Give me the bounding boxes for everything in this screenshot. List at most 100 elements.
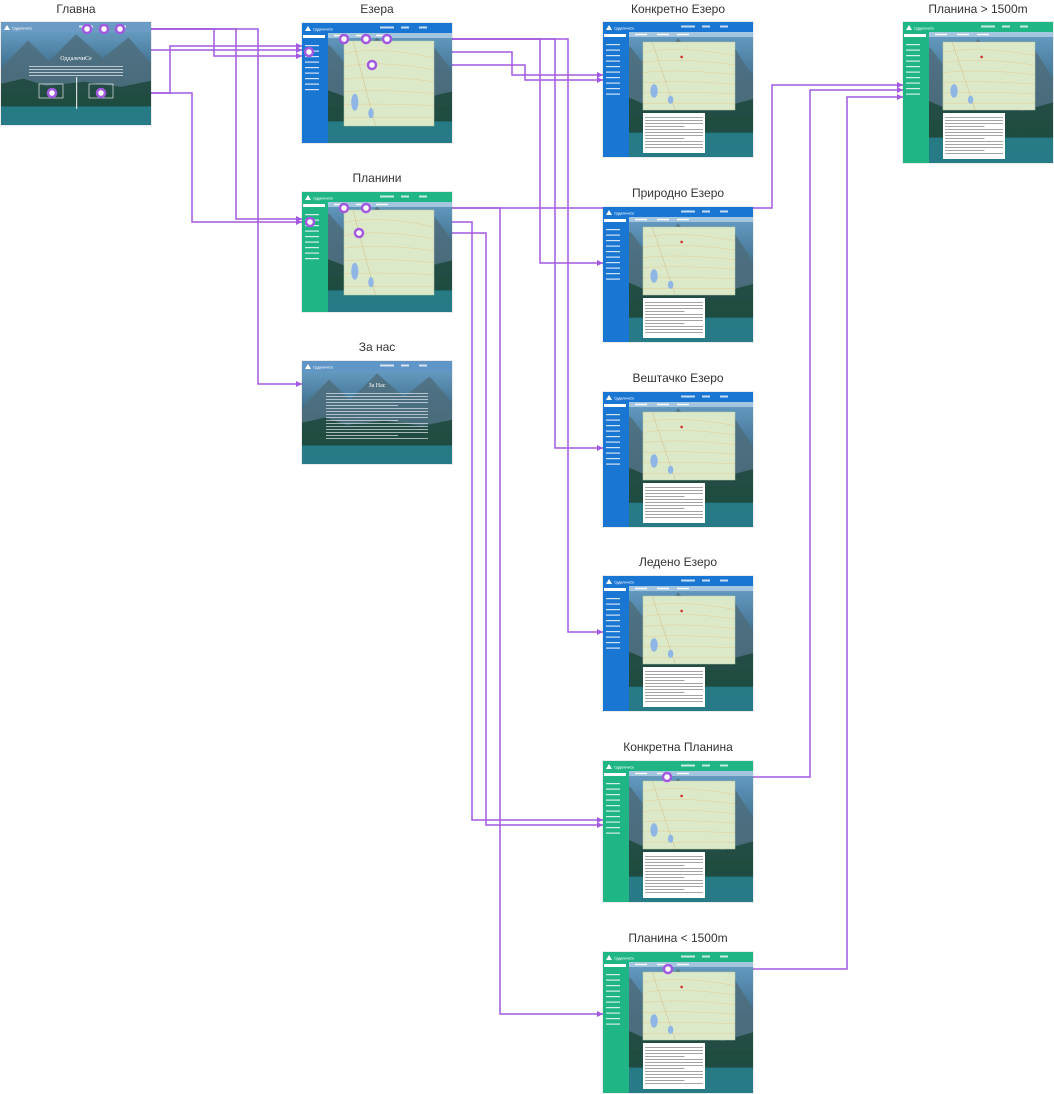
brand-name: ОддалечиСе [313, 28, 333, 32]
sidebar-item [606, 990, 620, 992]
sidebar-item [606, 810, 620, 812]
text-line [645, 1056, 685, 1057]
sidebar-item [606, 66, 620, 68]
nav-link [681, 955, 695, 958]
nav-link [1020, 25, 1028, 28]
map-pin [680, 425, 683, 429]
sidebar-item [606, 441, 620, 443]
sidebar-item [606, 625, 620, 627]
sidebar-search [904, 34, 926, 37]
filter-tab [657, 218, 669, 221]
sidebar-item [606, 636, 620, 638]
nav-link [720, 25, 728, 28]
sidebar-item [606, 262, 620, 264]
map-road [343, 259, 435, 263]
map-road [642, 60, 736, 66]
nav-link [720, 210, 728, 213]
screen-lake-artificial[interactable]: ОддалечиСе [603, 392, 753, 527]
text-line [645, 135, 703, 136]
text-line [645, 138, 685, 139]
text-line [645, 329, 703, 330]
map-lake [650, 638, 658, 652]
sidebar-item [305, 236, 319, 238]
screen-mountain-specific[interactable]: ОддалечиСе [603, 761, 753, 902]
sidebar-search [303, 204, 325, 207]
nav-link [702, 395, 710, 398]
map-road [942, 70, 1036, 75]
screen-lake-specific[interactable]: ОддалечиСе [603, 22, 753, 157]
sidebar-item [606, 805, 620, 807]
text-line [645, 147, 703, 148]
filter-tab [635, 963, 647, 966]
sidebar [302, 202, 328, 312]
sidebar-item [606, 436, 620, 438]
screen-mountain-high[interactable]: ОддалечиСе [903, 22, 1053, 163]
nav-link [681, 25, 695, 28]
filter-tab [635, 33, 647, 36]
map-lake [650, 823, 658, 837]
text-line [645, 311, 685, 312]
about-text-line [326, 420, 398, 421]
hero-text-line [29, 66, 123, 67]
sidebar [903, 32, 929, 163]
map-road [642, 788, 736, 795]
text-line [645, 698, 703, 699]
map-road [642, 603, 736, 610]
map-lake [368, 277, 374, 288]
logo-icon [606, 764, 612, 769]
screen-lake-glacial[interactable]: ОддалечиСе [603, 576, 753, 711]
sidebar-item [606, 620, 620, 622]
map-road [343, 219, 435, 228]
sidebar-item [606, 647, 620, 649]
text-line [645, 874, 703, 875]
nav-link [702, 955, 710, 958]
filter-bar [629, 402, 753, 407]
nav-link [720, 395, 728, 398]
connector-lines [52, 28, 903, 1015]
text-line [645, 692, 685, 693]
filter-bar [629, 32, 753, 37]
filter-tab [677, 403, 689, 406]
map-lake [650, 84, 658, 98]
sidebar-item [606, 598, 620, 600]
nav-link [702, 25, 710, 28]
text-line [645, 490, 703, 491]
text-line [945, 144, 1003, 145]
lake-water [302, 121, 452, 143]
map-lake [667, 465, 674, 474]
about-text-line [326, 402, 428, 403]
sidebar-item [606, 832, 620, 834]
screen-mountains[interactable]: ОддалечиСе [302, 192, 452, 312]
map-panel [642, 971, 736, 1041]
text-line [645, 1065, 703, 1066]
logo-icon [305, 364, 311, 369]
screen-lake-natural[interactable]: ОддалечиСе [603, 207, 753, 342]
frame-title-lake-artificial: Вештачко Езеро [632, 371, 724, 385]
sidebar-item [305, 67, 319, 69]
nav-link [720, 764, 728, 767]
logo-icon [906, 25, 912, 30]
sidebar-item [606, 60, 620, 62]
top-nav-bar [603, 22, 753, 32]
sidebar-item [606, 816, 620, 818]
map-lake [667, 1025, 674, 1034]
map-road [642, 635, 736, 639]
text-line [645, 132, 703, 133]
filter-tab [677, 587, 689, 590]
text-line [645, 695, 703, 696]
text-line [945, 126, 985, 127]
sidebar-item [305, 83, 319, 85]
sidebar-item [305, 219, 319, 221]
text-line [645, 862, 703, 863]
frame-title-mountain-low: Планина < 1500m [628, 931, 728, 945]
sidebar-item [305, 258, 319, 260]
text-line [645, 1053, 703, 1054]
screen-lakes[interactable]: ОддалечиСе [302, 23, 452, 143]
text-line [945, 135, 1003, 136]
text-line [645, 120, 703, 121]
screen-mountain-low[interactable]: ОддалечиСе [603, 952, 753, 1093]
sidebar-item [606, 447, 620, 449]
